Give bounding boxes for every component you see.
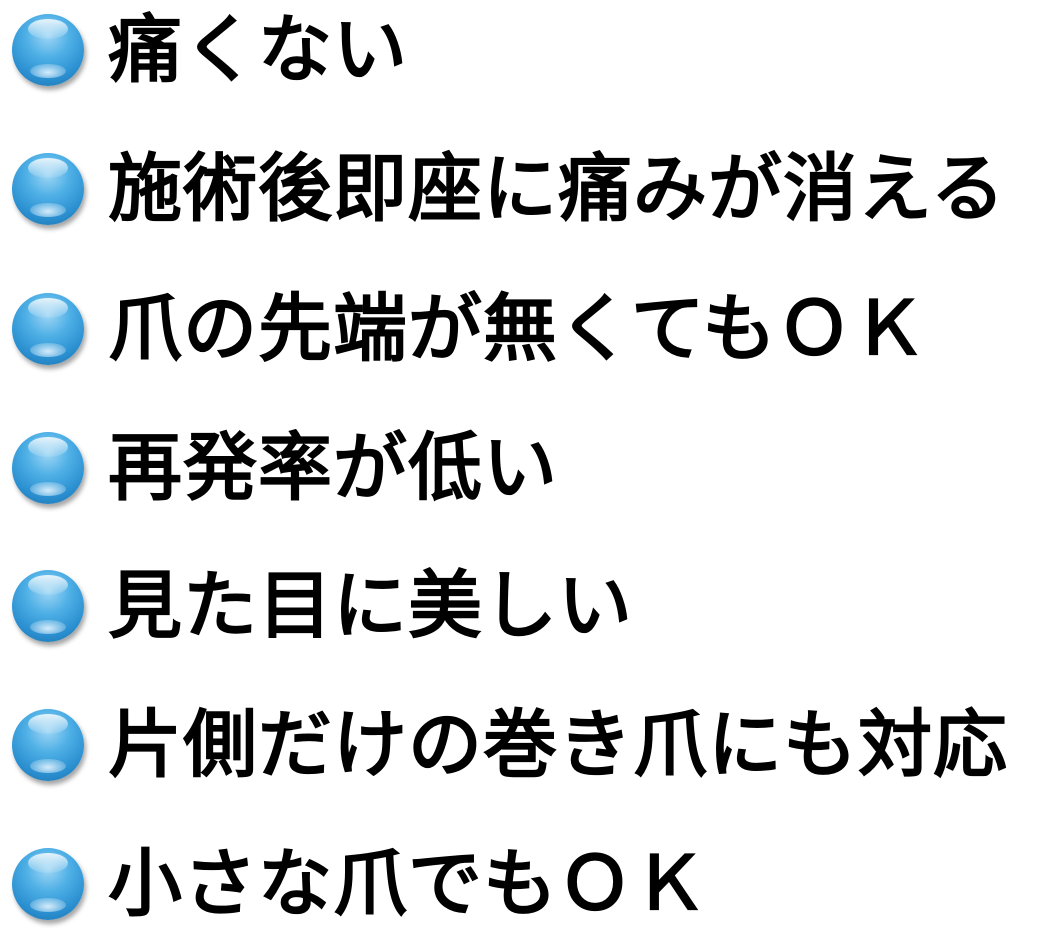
list-item: 見た目に美しい [0,556,1051,656]
bullet-sphere-icon [12,570,84,642]
list-item-label: 片側だけの巻き爪にも対応 [108,702,1008,788]
list-item-label: 小さな爪でもＯＫ [108,841,708,927]
list-item: 痛くない [0,0,1051,100]
list-item: 片側だけの巻き爪にも対応 [0,695,1051,795]
bullet-sphere-icon [12,293,84,365]
bullet-sphere-icon [12,709,84,781]
list-item-label: 爪の先端が無くてもＯＫ [108,286,928,372]
bullet-sphere-icon [12,14,84,86]
list-item-label: 再発率が低い [108,425,558,511]
list-item: 再発率が低い [0,418,1051,518]
list-item: 施術後即座に痛みが消える [0,139,1051,239]
list-item-label: 痛くない [108,7,408,93]
bullet-sphere-icon [12,432,84,504]
bullet-sphere-icon [12,153,84,225]
list-item: 爪の先端が無くてもＯＫ [0,279,1051,379]
list-item-label: 見た目に美しい [108,563,633,649]
list-item-label: 施術後即座に痛みが消える [108,146,1006,232]
bullet-sphere-icon [12,848,84,920]
list-item: 小さな爪でもＯＫ [0,834,1051,934]
